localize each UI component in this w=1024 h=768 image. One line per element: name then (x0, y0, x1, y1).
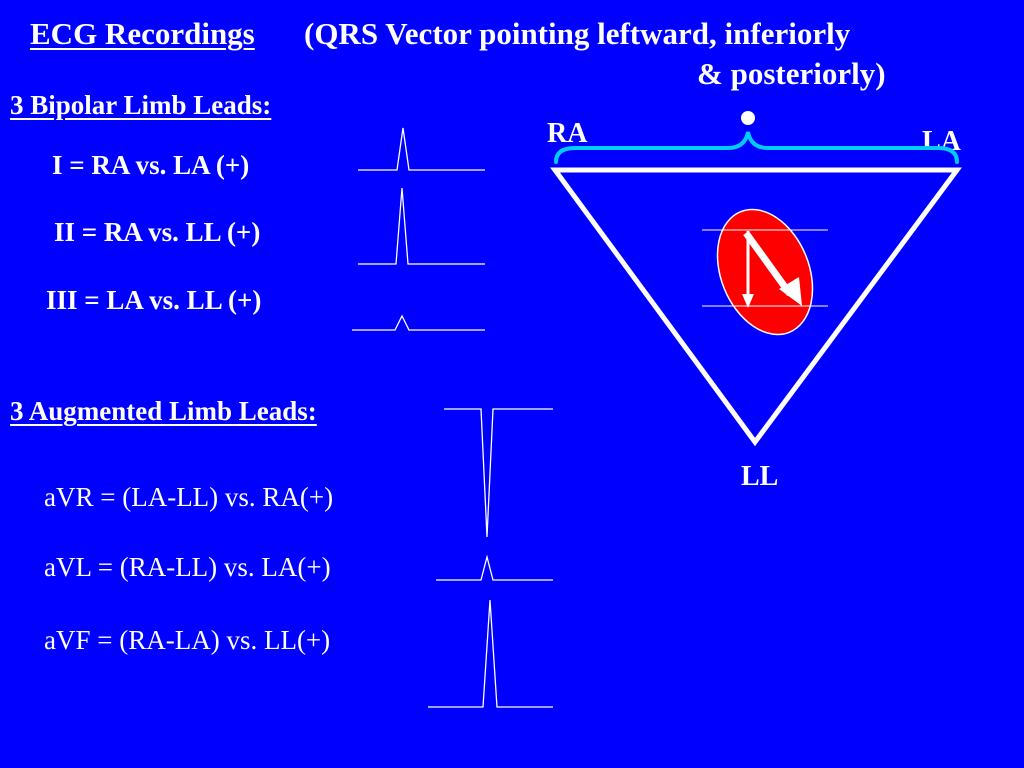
lead-i-label: I = RA vs. LA (+) (52, 150, 250, 180)
page-subtitle-line1: (QRS Vector pointing leftward, inferiorl… (304, 16, 851, 51)
lead-avl-waveform (436, 554, 553, 581)
qrs-vector-arrowhead (779, 277, 802, 306)
lead-ii-waveform (358, 187, 485, 265)
page-subtitle-line2: & posteriorly) (697, 56, 886, 91)
lead-i-waveform (358, 127, 485, 171)
heart-ellipse (716, 208, 814, 336)
node-ra-label: RA (547, 118, 588, 149)
lead-ii-label: II = RA vs. LL (+) (54, 217, 261, 247)
bracket-brace (554, 131, 959, 164)
bipolar-heading: 3 Bipolar Limb Leads: (10, 90, 272, 120)
qrs-vector-shaft (743, 230, 793, 297)
page-title: ECG Recordings (30, 16, 255, 51)
lead-iii-waveform (352, 314, 485, 331)
lead-iii-label: III = LA vs. LL (+) (46, 285, 262, 315)
node-ll-label: LL (741, 461, 779, 492)
vertical-arrowhead (742, 294, 754, 308)
lead-avf-label: aVF = (RA-LA) vs. LL(+) (44, 625, 331, 655)
lead-avl-label: aVL = (RA-LL) vs. LA(+) (44, 552, 331, 582)
lead-avf-waveform (428, 599, 553, 708)
lead-avr-label: aVR = (LA-LL) vs. RA(+) (44, 482, 334, 512)
lead-avr-waveform (444, 408, 553, 538)
einthoven-triangle (550, 167, 962, 447)
posterior-dot (741, 111, 755, 125)
augmented-heading: 3 Augmented Limb Leads: (10, 396, 317, 426)
